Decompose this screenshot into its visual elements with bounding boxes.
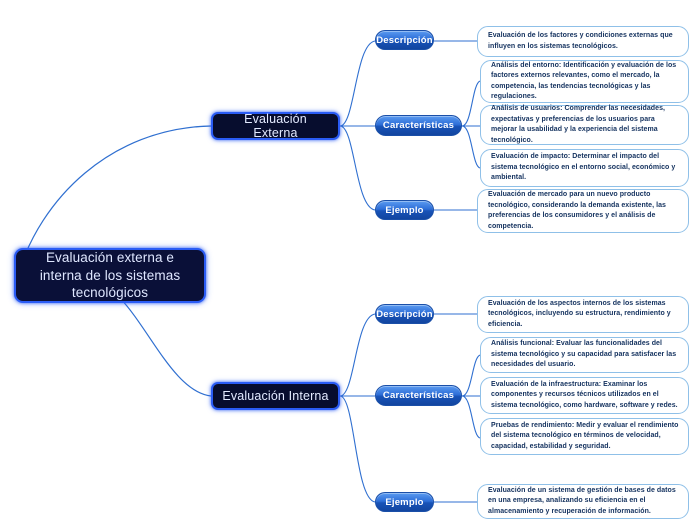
pill-externa-descripcion[interactable]: Descripción (375, 30, 434, 50)
pill-interna-ejemplo-label: Ejemplo (385, 496, 424, 508)
connector-interna-caracteristicas-leaf-3 (461, 395, 481, 439)
leaf-externa-caracteristicas-2-text: Análisis de usuarios: Comprender las nec… (491, 105, 666, 144)
branch-node-externa-label: Evaluación Externa (244, 112, 307, 140)
leaf-externa-ejemplo-1[interactable]: Evaluación de mercado para un nuevo prod… (477, 189, 689, 233)
leaf-interna-descripcion-1-text: Evaluación de los aspectos internos de l… (488, 299, 671, 328)
leaf-interna-ejemplo-1[interactable]: Evaluación de un sistema de gestión de b… (477, 484, 689, 519)
leaf-interna-caracteristicas-1[interactable]: Análisis funcional: Evaluar las funciona… (480, 337, 689, 373)
pill-interna-ejemplo[interactable]: Ejemplo (375, 492, 434, 512)
connector-externa-ejemplo (339, 125, 376, 211)
pill-externa-caracteristicas-label: Características (382, 120, 455, 131)
connector-externa-caracteristicas-leaf-1 (461, 80, 481, 127)
pill-interna-caracteristicas[interactable]: Características (375, 385, 462, 406)
leaf-interna-caracteristicas-3[interactable]: Pruebas de rendimiento: Medir y evaluar … (480, 418, 689, 455)
connector-root-interna (119, 297, 212, 397)
connector-externa-descripcion (339, 40, 376, 127)
connector-interna-descripcion (339, 313, 376, 397)
leaf-interna-ejemplo-1-text: Evaluación de un sistema de gestión de b… (488, 486, 676, 515)
pill-interna-descripcion[interactable]: Descripción (375, 304, 434, 324)
leaf-externa-caracteristicas-3[interactable]: Evaluación de impacto: Determinar el imp… (480, 149, 689, 187)
pill-interna-descripcion-label: Descripción (376, 308, 433, 320)
leaf-externa-caracteristicas-2[interactable]: Análisis de usuarios: Comprender las nec… (480, 105, 689, 145)
branch-node-externa[interactable]: Evaluación Externa (211, 112, 340, 140)
leaf-interna-caracteristicas-2[interactable]: Evaluación de la infraestructura: Examin… (480, 377, 689, 414)
pill-externa-descripcion-label: Descripción (376, 34, 433, 46)
leaf-interna-descripcion-1[interactable]: Evaluación de los aspectos internos de l… (477, 296, 689, 333)
root-node-label: Evaluación externa e interna de los sist… (39, 249, 181, 301)
leaf-externa-ejemplo-1-text: Evaluación de mercado para un nuevo prod… (488, 191, 666, 230)
branch-node-interna[interactable]: Evaluación Interna (211, 382, 340, 410)
leaf-interna-caracteristicas-3-text: Pruebas de rendimiento: Medir y evaluar … (491, 421, 679, 450)
leaf-interna-caracteristicas-2-text: Evaluación de la infraestructura: Examin… (491, 380, 678, 409)
pill-externa-ejemplo-label: Ejemplo (385, 204, 424, 216)
leaf-externa-descripcion-1[interactable]: Evaluación de los factores y condiciones… (477, 26, 689, 57)
connector-externa-caracteristicas-leaf-3 (461, 125, 481, 169)
pill-externa-caracteristicas[interactable]: Características (375, 115, 462, 136)
connector-interna-caracteristicas-leaf-1 (461, 354, 481, 397)
leaf-externa-caracteristicas-3-text: Evaluación de impacto: Determinar el imp… (491, 153, 676, 182)
pill-externa-ejemplo[interactable]: Ejemplo (375, 200, 434, 220)
leaf-externa-caracteristicas-1[interactable]: Análisis del entorno: Identificación y e… (480, 60, 689, 103)
root-node[interactable]: Evaluación externa e interna de los sist… (14, 248, 206, 303)
pill-interna-caracteristicas-label: Características (382, 390, 455, 401)
leaf-externa-descripcion-1-text: Evaluación de los factores y condiciones… (488, 32, 673, 50)
branch-node-interna-label: Evaluación Interna (222, 389, 329, 403)
leaf-interna-caracteristicas-1-text: Análisis funcional: Evaluar las funciona… (491, 340, 677, 369)
leaf-externa-caracteristicas-1-text: Análisis del entorno: Identificación y e… (491, 61, 677, 101)
connector-interna-ejemplo (339, 395, 376, 503)
